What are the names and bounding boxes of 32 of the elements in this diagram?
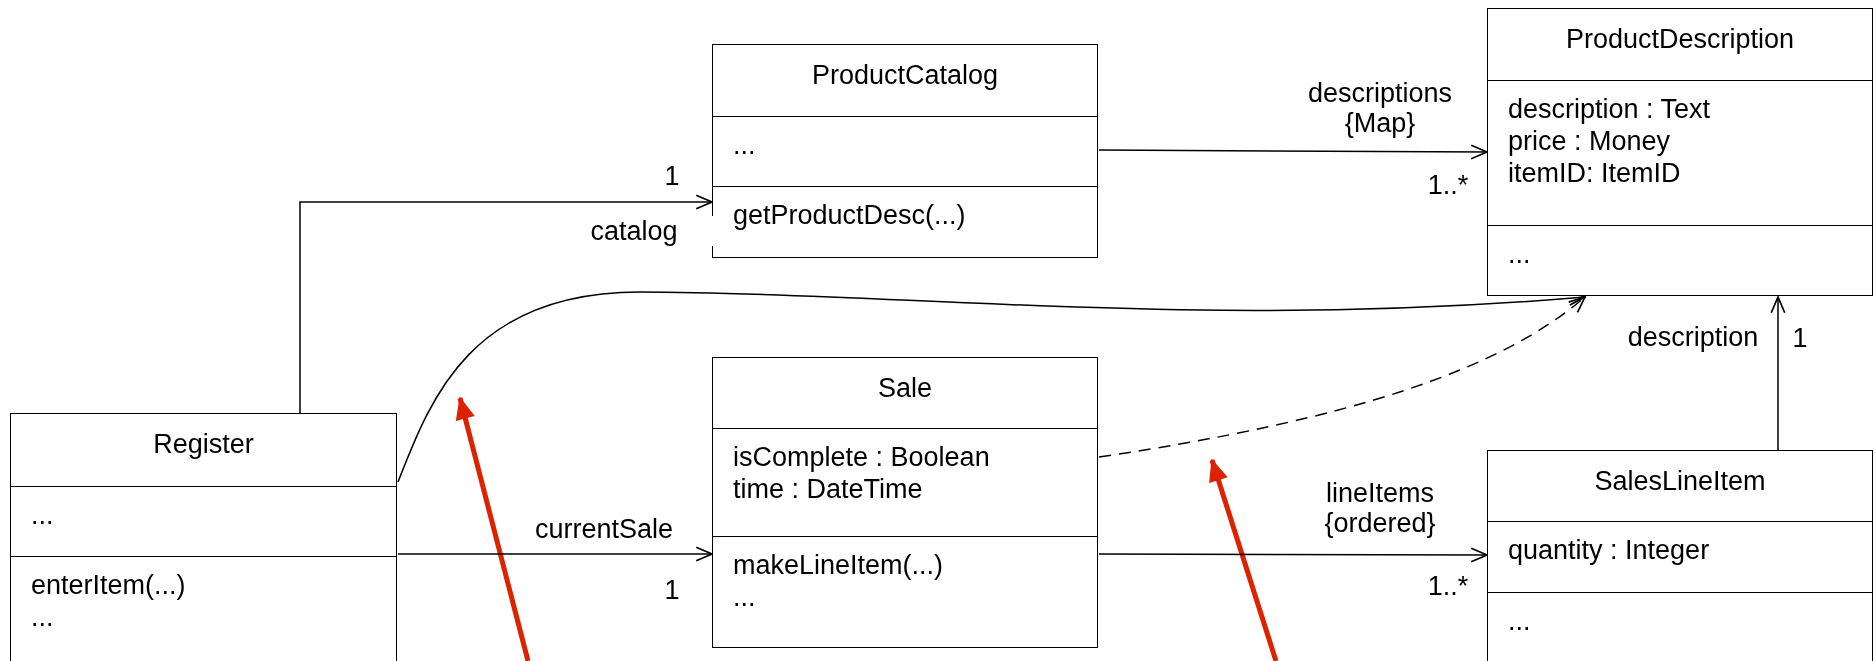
class-box [1487,450,1873,661]
association-arrow [397,546,713,562]
multiplicity-label: 1..* [1427,571,1469,601]
class-box [712,44,1098,258]
class-name: Sale [877,372,932,404]
association-arrow [299,194,713,414]
operation-list: getProductDesc(...) [733,199,1053,231]
multiplicity-label: 1 [664,575,680,605]
class-name: ProductCatalog [811,59,999,91]
association-arrow [397,290,1586,483]
class-box [712,357,1098,648]
operation-list: ... [1508,238,1808,270]
class-box [1487,8,1873,296]
operation-list: ... [1508,605,1808,637]
attribute-list: isComplete : Boolean time : DateTime [733,441,1015,505]
dependency-arrow [1098,296,1586,458]
association-arrow [1098,547,1488,563]
multiplicity-label: 1 [1792,323,1808,353]
class-name: ProductDescription [1565,23,1795,55]
attribute-list: ... [31,499,331,531]
attribute-list: description : Text price : Money itemID: ItemID [1508,93,1740,189]
attribute-list: ... [733,129,1033,161]
class-name: SalesLineItem [1594,465,1766,497]
association-arrow [1770,296,1786,451]
operation-list: enterItem(...) ... [31,569,207,633]
attribute-list: quantity : Integer [1508,534,1828,566]
operation-list: makeLineItem(...) ... [733,549,961,613]
multiplicity-label: 1 [664,161,680,191]
class-name: Register [153,428,254,460]
association-arrow [1098,144,1488,160]
multiplicity-label: 1..* [1427,170,1469,200]
class-box [10,413,397,661]
